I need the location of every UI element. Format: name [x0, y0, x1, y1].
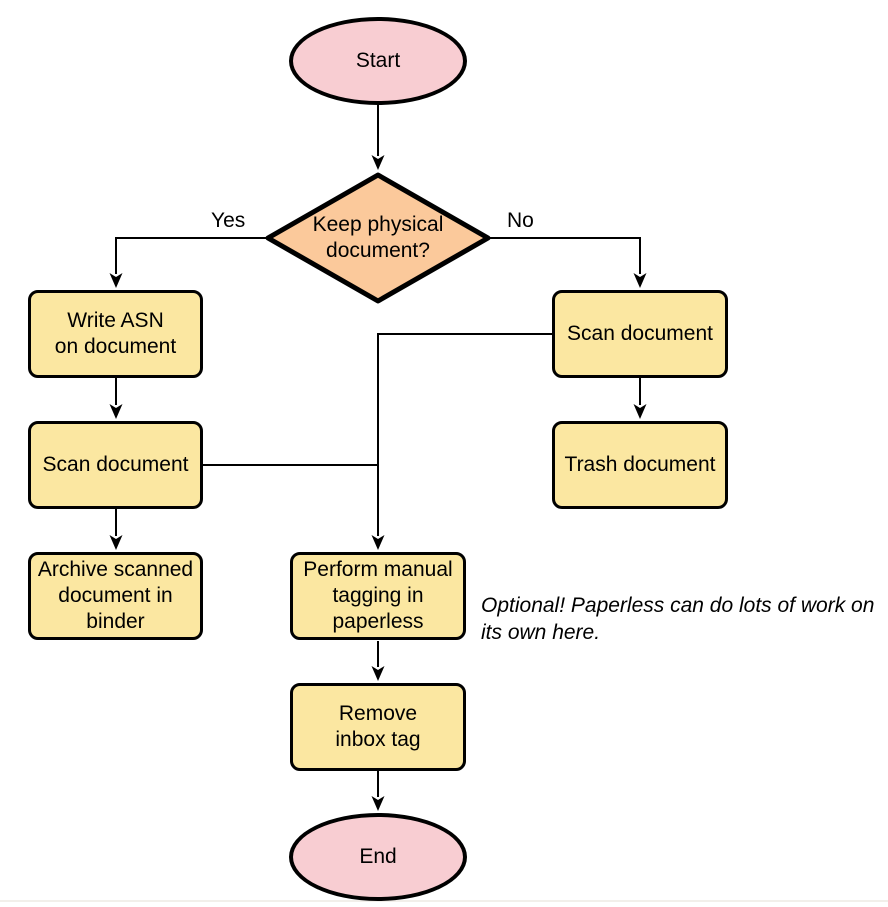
tagging-line-2: tagging in — [332, 584, 424, 607]
node-trash: Trash document — [552, 421, 728, 509]
arrowhead-scanleft — [109, 404, 123, 419]
edge-label-yes: Yes — [211, 209, 246, 232]
arrowhead-writeasn — [109, 273, 123, 288]
archive-line-2: document in — [58, 584, 173, 607]
remove-inbox-line-2: inbox tag — [335, 728, 421, 751]
arrowhead-tagging — [371, 535, 385, 550]
node-tagging: Perform manual tagging in paperless — [290, 552, 466, 640]
scan-left-label: Scan document — [42, 453, 189, 476]
remove-inbox-line-1: Remove — [338, 702, 418, 725]
node-write-asn: Write ASN on document — [28, 290, 203, 378]
node-start: Start — [289, 17, 467, 105]
scan-right-label: Scan document — [567, 322, 713, 345]
arrowhead-trash — [633, 404, 647, 419]
annotation-optional: Optional! Paperless can do lots of work … — [481, 592, 874, 646]
node-archive: Archive scanned document in binder — [28, 552, 203, 640]
archive-line-3: binder — [86, 610, 145, 633]
node-remove-inbox: Remove inbox tag — [290, 683, 466, 771]
decision-diamond-shape — [265, 172, 491, 304]
write-asn-line-1: Write ASN — [67, 309, 164, 332]
annotation-line-1: Optional! Paperless can do lots of work … — [481, 594, 875, 617]
edge-label-no: No — [507, 209, 534, 232]
arrowhead-archive — [109, 535, 123, 550]
node-end-label: End — [359, 845, 397, 868]
tagging-line-3: paperless — [332, 610, 424, 633]
arrowhead-remove — [371, 666, 385, 681]
arrowhead-scanright — [633, 273, 647, 288]
arrowhead-decision — [371, 155, 385, 170]
write-asn-line-2: on document — [54, 335, 177, 358]
arrowhead-end — [371, 796, 385, 811]
annotation-line-2: its own here. — [481, 621, 601, 644]
edge-decision-scanright — [489, 237, 641, 274]
edge-decision-writeasn — [115, 237, 267, 274]
node-scan-right: Scan document — [552, 290, 728, 378]
tagging-line-1: Perform manual — [303, 558, 453, 581]
trash-label: Trash document — [564, 453, 716, 476]
decision-line-2: document? — [326, 239, 430, 262]
bottom-divider — [0, 900, 888, 902]
decision-line-1: Keep physical — [312, 213, 444, 236]
node-scan-left: Scan document — [28, 421, 203, 509]
edge-scanright-tagging — [377, 333, 552, 536]
node-end: End — [289, 813, 467, 901]
archive-line-1: Archive scanned — [37, 558, 194, 581]
node-decision-label: Keep physical document? — [278, 208, 478, 268]
node-start-label: Start — [355, 49, 401, 72]
